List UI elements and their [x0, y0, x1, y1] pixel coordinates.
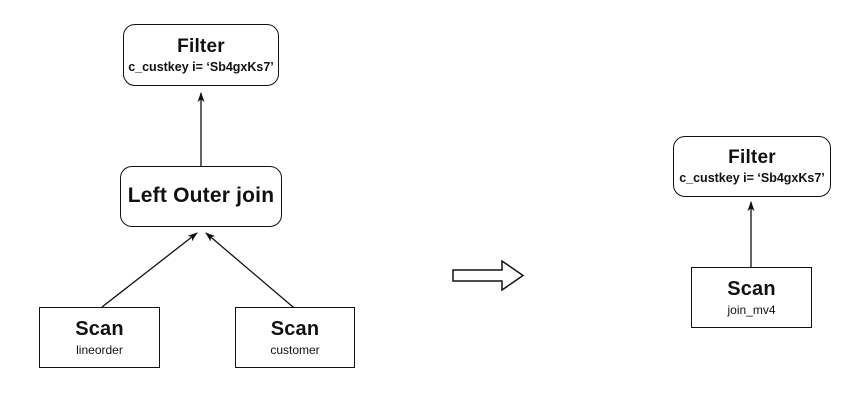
node-scan-join-mv4: Scan join_mv4 — [691, 267, 812, 328]
edge-scan-customer-to-join — [205, 232, 294, 308]
node-scan-lineorder: Scan lineorder — [39, 307, 160, 368]
node-title: Filter — [728, 147, 776, 169]
rewrite-arrow-icon — [452, 259, 525, 292]
node-left-outer-join: Left Outer join — [120, 166, 282, 227]
scan-table-name: customer — [270, 343, 320, 357]
node-filter-left: Filter c_custkey i= ‘Sb4gxKs7’ — [123, 24, 279, 86]
node-title: Scan — [75, 318, 124, 340]
edge-scan-lineorder-to-join — [101, 232, 198, 308]
node-title: Scan — [727, 278, 776, 300]
filter-condition: c_custkey i= ‘Sb4gxKs7’ — [128, 59, 274, 74]
scan-table-name: lineorder — [76, 343, 123, 357]
node-filter-right: Filter c_custkey i= ‘Sb4gxKs7’ — [673, 136, 831, 197]
scan-table-name: join_mv4 — [727, 303, 776, 317]
node-title: Filter — [177, 35, 225, 57]
filter-condition: c_custkey i= ‘Sb4gxKs7’ — [679, 171, 825, 186]
node-title: Scan — [270, 318, 320, 340]
node-scan-customer: Scan customer — [235, 307, 355, 368]
node-title: Left Outer join — [127, 184, 275, 208]
